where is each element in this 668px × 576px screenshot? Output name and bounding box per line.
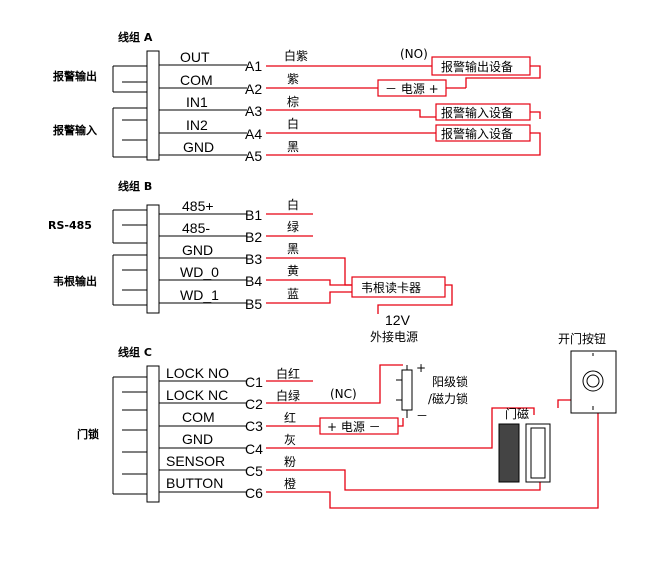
wiring-b <box>266 213 453 314</box>
door-magnet-label: 门磁 <box>505 406 529 421</box>
signal-c2: LOCK NC <box>166 387 228 403</box>
signal-c3: COM <box>182 409 215 425</box>
exit-button-label: 开门按钮 <box>558 331 606 346</box>
signal-b3: GND <box>182 242 213 258</box>
color-a2: 紫 <box>287 72 299 86</box>
signal-a2: COM <box>180 72 213 88</box>
signal-c5: SENSOR <box>166 453 225 469</box>
lock-minus: － <box>416 409 428 423</box>
wiring-c <box>266 364 599 509</box>
lock-plus: + <box>416 361 426 375</box>
power-box-c-label: + 电源 － <box>327 420 381 434</box>
color-c2: 白绿 <box>276 388 300 403</box>
pin-a4: A4 <box>245 126 262 142</box>
signal-a1: OUT <box>180 49 210 65</box>
wiegand-reader-box <box>351 276 446 298</box>
signal-b4: WD_0 <box>180 264 219 280</box>
color-a5: 黑 <box>287 140 299 154</box>
pin-c1: C1 <box>245 374 263 390</box>
color-c6: 橙 <box>284 476 296 491</box>
power-box-a-label: － 电源 + <box>385 82 439 96</box>
signal-c4: GND <box>182 431 213 447</box>
wiegand-reader: 韦根读卡器 <box>361 281 421 295</box>
group-a-title: 线组 A <box>118 30 153 44</box>
exit-button-symbol <box>570 350 617 414</box>
color-c3: 红 <box>284 410 296 425</box>
signal-b1: 485+ <box>182 198 214 214</box>
pin-a1: A1 <box>245 58 262 74</box>
pin-c3: C3 <box>245 418 263 434</box>
no-label: (NO) <box>400 47 428 61</box>
connector-c <box>112 365 247 503</box>
color-a4: 白 <box>287 116 299 131</box>
pin-c6: C6 <box>245 485 263 501</box>
color-c1: 白红 <box>276 366 300 381</box>
alarm-in-device-2: 报警输入设备 <box>441 126 513 141</box>
signal-a3: IN1 <box>186 94 208 110</box>
color-b3: 黑 <box>287 242 299 256</box>
power-box-c <box>319 417 399 435</box>
alarm-in-device-box-1 <box>435 103 531 121</box>
signal-b5: WD_1 <box>180 287 219 303</box>
alarm-out-device: 报警输出设备 <box>441 59 513 74</box>
group-c-title: 线组 C <box>118 345 152 359</box>
pin-c4: C4 <box>245 441 263 457</box>
alarm-out-device-box <box>431 56 531 76</box>
signal-c6: BUTTON <box>166 475 223 491</box>
pin-b2: B2 <box>245 229 262 245</box>
group-b-title: 线组 B <box>118 179 152 193</box>
color-c4: 灰 <box>284 433 296 447</box>
lock-label-2: /磁力锁 <box>428 391 468 406</box>
pin-b3: B3 <box>245 251 262 267</box>
nc-label: (NC) <box>330 387 357 401</box>
color-b4: 黄 <box>287 264 299 278</box>
pin-a5: A5 <box>245 148 262 164</box>
color-a1: 白紫 <box>284 48 308 63</box>
external-power-label: 外接电源 <box>370 329 418 344</box>
pin-a2: A2 <box>245 81 262 97</box>
pin-b4: B4 <box>245 273 262 289</box>
color-a3: 棕 <box>287 94 299 109</box>
pin-c5: C5 <box>245 463 263 479</box>
door-magnet-symbol <box>498 423 551 483</box>
power-box-a <box>377 79 447 97</box>
pin-b5: B5 <box>245 296 262 312</box>
alarm-in-device-box-2 <box>435 124 531 142</box>
pin-c2: C2 <box>245 396 263 412</box>
connector-a <box>112 50 247 161</box>
section-wiegand: 韦根输出 <box>53 274 97 288</box>
signal-c1: LOCK NO <box>166 365 229 381</box>
color-b1: 白 <box>287 197 299 212</box>
section-alarm-output: 报警输出 <box>53 69 97 83</box>
signal-a5: GND <box>183 139 214 155</box>
section-lock: 门锁 <box>77 427 99 441</box>
external-power-voltage: 12V <box>385 312 411 328</box>
pin-b1: B1 <box>245 207 262 223</box>
section-rs485: RS-485 <box>48 219 92 232</box>
lock-label-1: 阳级锁 <box>432 374 468 389</box>
signal-a4: IN2 <box>186 117 208 133</box>
wiring-a <box>266 65 541 156</box>
color-b2: 绿 <box>287 219 299 234</box>
lock-symbol <box>396 365 413 418</box>
color-c5: 粉 <box>284 455 296 469</box>
section-alarm-input: 报警输入 <box>53 123 97 137</box>
color-b5: 蓝 <box>287 287 299 301</box>
signal-b2: 485- <box>182 220 210 236</box>
alarm-in-device-1: 报警输入设备 <box>441 105 513 120</box>
connector-b <box>112 204 247 314</box>
pin-a3: A3 <box>245 103 262 119</box>
